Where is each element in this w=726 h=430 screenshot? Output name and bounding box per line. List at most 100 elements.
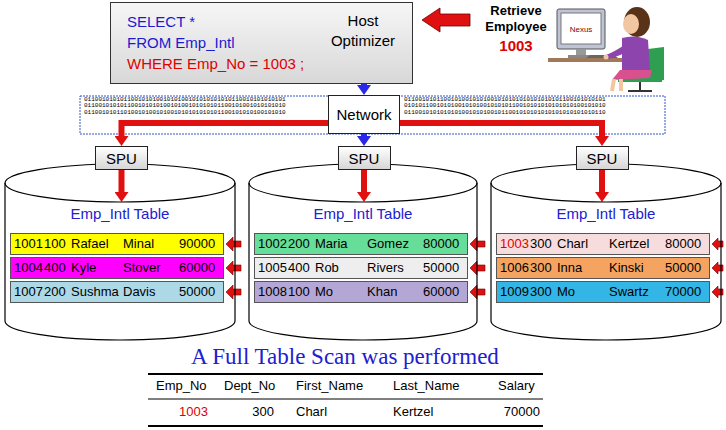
table-cell: 300 <box>530 235 557 253</box>
table-cell: 100 <box>288 283 315 301</box>
table-cell: Rivers <box>367 259 423 277</box>
label-slot: Dept_No <box>224 378 275 393</box>
table-row: 1001100RafaelMinal90000 <box>10 233 224 255</box>
host-label-column: Host Optimizer <box>320 11 406 83</box>
table-cell: 300 <box>530 283 557 301</box>
table-cell: Rafael <box>71 235 123 253</box>
table-cell: 60000 <box>179 259 221 277</box>
table-cell: 1006 <box>500 259 530 277</box>
table-cell: Inna <box>557 259 609 277</box>
user-illustration <box>548 7 664 91</box>
label-slot: 1003 <box>474 37 558 54</box>
label-slot: 70000 <box>488 404 540 419</box>
table-cell: Maria <box>315 235 367 253</box>
disk-cylinder: Emp_Intl Table1001100RafaelMinal90000100… <box>4 163 236 341</box>
table-cell: Charl <box>296 404 327 419</box>
table-name: Emp_Intl Table <box>4 205 236 222</box>
table-cell: 1009 <box>500 283 530 301</box>
table-cell: 300 <box>530 259 557 277</box>
label-slot: First_Name <box>296 378 363 393</box>
sql-line: WHERE Emp_No = 1003 ; <box>127 53 304 74</box>
table-cell: 1001 <box>14 235 44 253</box>
table-cell: 1002 <box>258 235 288 253</box>
label-slot: Emp_No <box>156 378 207 393</box>
flow-arrow <box>122 123 329 136</box>
table-row: 1006300InnaKinski50000 <box>496 257 710 279</box>
host-box: SELECT *FROM Emp_IntlWHERE Emp_No = 1003… <box>110 2 413 84</box>
table-row: 1002200MariaGomez80000 <box>254 233 468 255</box>
spu-box: SPU <box>576 146 629 170</box>
table-cell: 50000 <box>423 259 465 277</box>
table-row: 1009300MoSwartz70000 <box>496 281 710 303</box>
table-cell: 50000 <box>179 283 221 301</box>
label-slot: 0110010101101001010010100101010101010110… <box>84 110 286 117</box>
label-slot: Salary <box>498 378 535 393</box>
table-cell: 1003 <box>500 235 530 253</box>
binary-data: 0110010101101001010010100101010101010110… <box>84 110 286 117</box>
table-cell: Charl <box>557 235 609 253</box>
column-header: Salary <box>498 378 535 393</box>
disk-cylinder: Emp_Intl Table1003300CharlKertzel8000010… <box>490 163 722 341</box>
table-row: 1004400KyleStover60000 <box>10 257 224 279</box>
spu-label: SPU <box>106 150 137 167</box>
spu-label: SPU <box>587 150 618 167</box>
request-arrow <box>422 8 470 32</box>
table-cell: 90000 <box>179 235 221 253</box>
table-row: 1007200SushmaDavis50000 <box>10 281 224 303</box>
table-cell: Mo <box>557 283 609 301</box>
sql-column: SELECT *FROM Emp_IntlWHERE Emp_No = 1003… <box>127 11 304 83</box>
network-label: Network <box>336 106 391 123</box>
caption: A Full Table Scan was performed <box>130 343 560 370</box>
spu-label: SPU <box>349 150 380 167</box>
table-cell: 400 <box>288 259 315 277</box>
column-header: Last_Name <box>393 378 459 393</box>
table-cell: 50000 <box>665 259 707 277</box>
flow-arrow <box>361 84 367 85</box>
table-name: Emp_Intl Table <box>248 205 478 222</box>
table-cell: 70000 <box>488 404 540 419</box>
binary-data: 0110010101010101001010100101100101010101… <box>404 110 606 117</box>
disk-cylinder: Emp_Intl Table1002200MariaGomez800001005… <box>248 163 478 341</box>
flow-arrow <box>400 123 602 136</box>
label-slot: Retrieve Employee <box>474 3 558 35</box>
screen-logo: Nexus <box>563 25 599 34</box>
table-cell: Kyle <box>71 259 123 277</box>
table-cell: 1004 <box>14 259 44 277</box>
result-table-rules <box>148 374 543 426</box>
table-cell: 200 <box>44 283 71 301</box>
label-slot: Charl <box>296 404 327 419</box>
table-cell: 70000 <box>665 283 707 301</box>
label-slot: Kertzel <box>393 404 433 419</box>
table-cell: Rob <box>315 259 367 277</box>
spu-box: SPU <box>338 146 391 170</box>
label-slot: Last_Name <box>393 378 459 393</box>
table-cell: 100 <box>44 235 71 253</box>
sql-line: FROM Emp_Intl <box>127 32 304 53</box>
sql-line: SELECT * <box>127 11 304 32</box>
column-header: First_Name <box>296 378 363 393</box>
spu-box: SPU <box>95 146 148 170</box>
table-cell: Khan <box>367 283 423 301</box>
table-name: Emp_Intl Table <box>490 205 722 222</box>
table-cell: 80000 <box>423 235 465 253</box>
table-cell: 80000 <box>665 235 707 253</box>
table-cell: Davis <box>123 283 179 301</box>
employee-number: 1003 <box>474 37 558 54</box>
table-cell: Kertzel <box>609 235 665 253</box>
table-cell: 300 <box>224 404 274 419</box>
table-cell: 1003 <box>156 404 208 419</box>
label-slot: 300 <box>224 404 274 419</box>
column-header: Emp_No <box>156 378 207 393</box>
table-cell: Gomez <box>367 235 423 253</box>
table-cell: 1008 <box>258 283 288 301</box>
table-cell: Kertzel <box>393 404 433 419</box>
table-row: 1003300CharlKertzel80000 <box>496 233 710 255</box>
flow-arrow <box>361 170 367 192</box>
network-band <box>80 96 665 134</box>
column-header: Dept_No <box>224 378 275 393</box>
table-cell: 1005 <box>258 259 288 277</box>
caption-slot: A Full Table Scan was performed <box>130 343 560 370</box>
table-cell: Mo <box>315 283 367 301</box>
table-cell: Sushma <box>71 283 123 301</box>
